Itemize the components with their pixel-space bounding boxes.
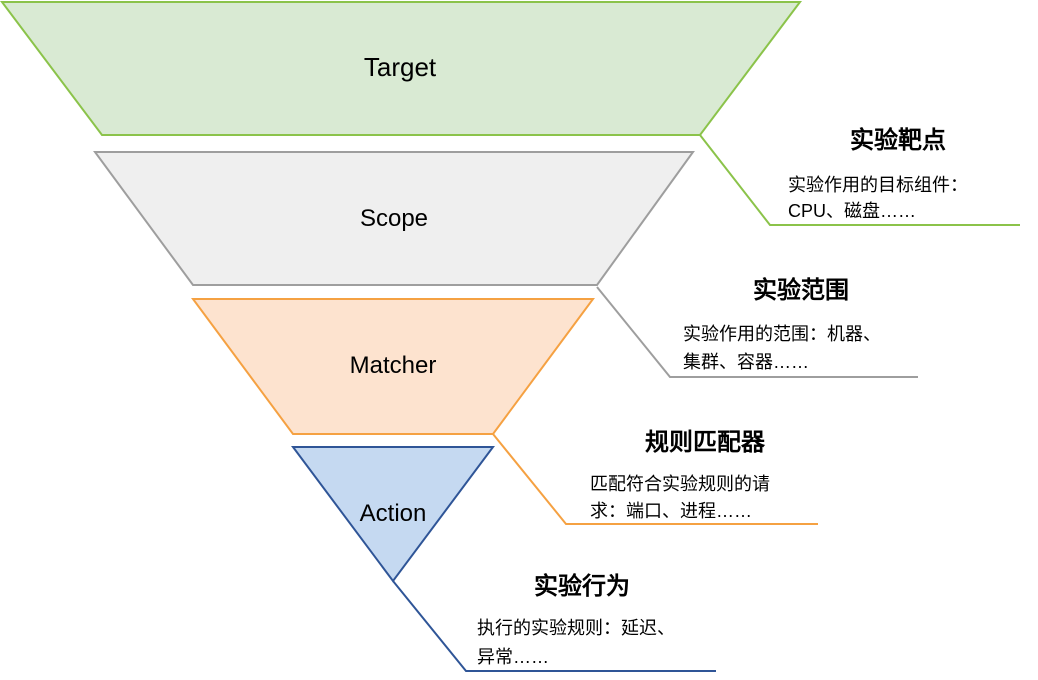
target-label: Target: [364, 52, 437, 82]
tier-action: Action: [291, 446, 495, 583]
scope-callout-line: [596, 286, 918, 378]
action-callout-line: [392, 580, 716, 672]
scope-note-desc-line2: 集群、容器……: [683, 352, 809, 372]
matcher-note-desc-line2: 求：端口、进程……: [590, 501, 752, 521]
target-note-title: 实验靶点: [850, 126, 946, 154]
action-callout: 实验行为 执行的实验规则：延迟、 异常……: [392, 572, 716, 672]
scope-label: Scope: [360, 205, 428, 232]
matcher-note-title: 规则匹配器: [645, 429, 766, 456]
matcher-callout-line: [492, 433, 818, 525]
action-note-desc-line1: 执行的实验规则：延迟、: [477, 618, 675, 638]
action-triangle: [291, 446, 495, 583]
action-note-title: 实验行为: [534, 572, 630, 600]
tier-target: Target: [0, 0, 803, 136]
tier-scope: Scope: [93, 151, 695, 286]
matcher-note-desc-line1: 匹配符合实验规则的请: [590, 474, 770, 494]
scope-trapezoid: [93, 151, 695, 286]
target-note-desc-line1: 实验作用的目标组件：: [788, 175, 968, 195]
target-callout-line: [699, 134, 1020, 226]
tier-matcher: Matcher: [191, 298, 595, 435]
scope-note-desc-line1: 实验作用的范围：机器、: [683, 324, 881, 344]
matcher-label: Matcher: [350, 352, 437, 379]
matcher-callout: 规则匹配器 匹配符合实验规则的请 求：端口、进程……: [492, 429, 818, 525]
target-callout: 实验靶点 实验作用的目标组件： CPU、磁盘……: [699, 126, 1020, 226]
scope-callout: 实验范围 实验作用的范围：机器、 集群、容器……: [596, 276, 918, 378]
scope-note-title: 实验范围: [753, 276, 849, 304]
target-note-desc-line2: CPU、磁盘……: [788, 201, 916, 221]
action-label: Action: [360, 500, 427, 527]
action-note-desc-line2: 异常……: [477, 647, 549, 667]
